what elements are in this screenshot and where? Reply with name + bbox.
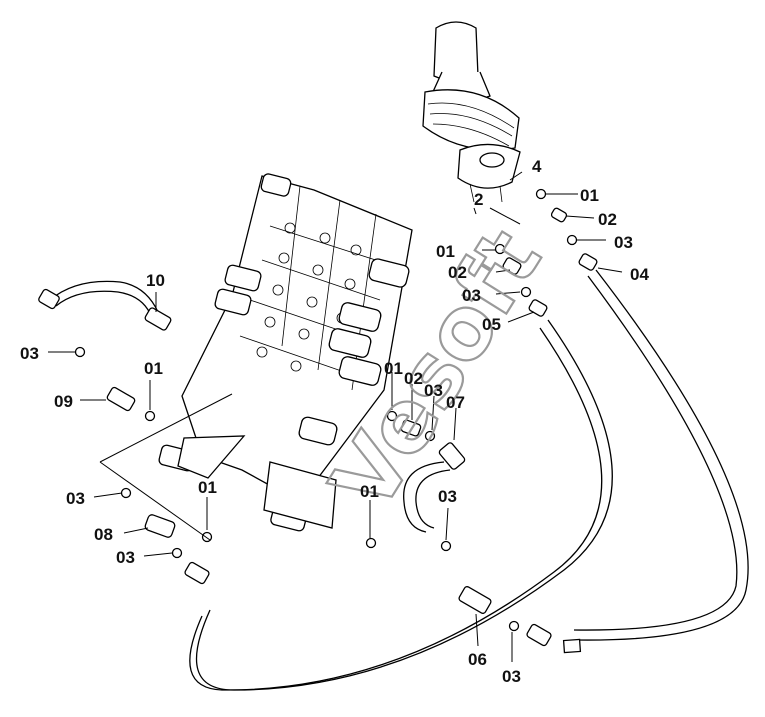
- control-valve-block: [158, 173, 413, 532]
- callout-03-b: 03: [462, 286, 481, 305]
- callout-02-a: 02: [598, 210, 617, 229]
- callout-10: 10: [146, 271, 165, 290]
- callout-03-c: 03: [20, 344, 39, 363]
- callout-03-a: 03: [614, 233, 633, 252]
- callout-03-d: 03: [424, 381, 443, 400]
- callout-4: 4: [532, 157, 542, 176]
- callout-03-f: 03: [116, 548, 135, 567]
- callout-01-e: 01: [198, 478, 217, 497]
- callout-09: 09: [54, 392, 73, 411]
- callout-labels: 4 2 01 02 03 04 01 02 03 05 10 03 01 09 …: [20, 157, 649, 686]
- valve-port-holes: [256, 222, 362, 372]
- leader-lines: [48, 171, 623, 662]
- callout-03-e: 03: [66, 489, 85, 508]
- callout-01-d: 01: [384, 359, 403, 378]
- callout-07: 07: [446, 393, 465, 412]
- joystick-assembly: [422, 21, 521, 203]
- callout-01-b: 01: [436, 242, 455, 261]
- fittings: [38, 188, 598, 647]
- callout-08: 08: [94, 525, 113, 544]
- callout-03-g: 03: [438, 487, 457, 506]
- callout-06: 06: [468, 650, 487, 669]
- callout-02-b: 02: [448, 263, 467, 282]
- callout-01-a: 01: [580, 186, 599, 205]
- callout-02-d: 02: [404, 369, 423, 388]
- callout-2: 2: [474, 190, 483, 209]
- callout-01-c: 01: [144, 359, 163, 378]
- callout-03-h: 03: [502, 667, 521, 686]
- callout-05: 05: [482, 315, 501, 334]
- callout-01-f: 01: [360, 482, 379, 501]
- hoses: [49, 269, 749, 691]
- callout-04: 04: [630, 265, 649, 284]
